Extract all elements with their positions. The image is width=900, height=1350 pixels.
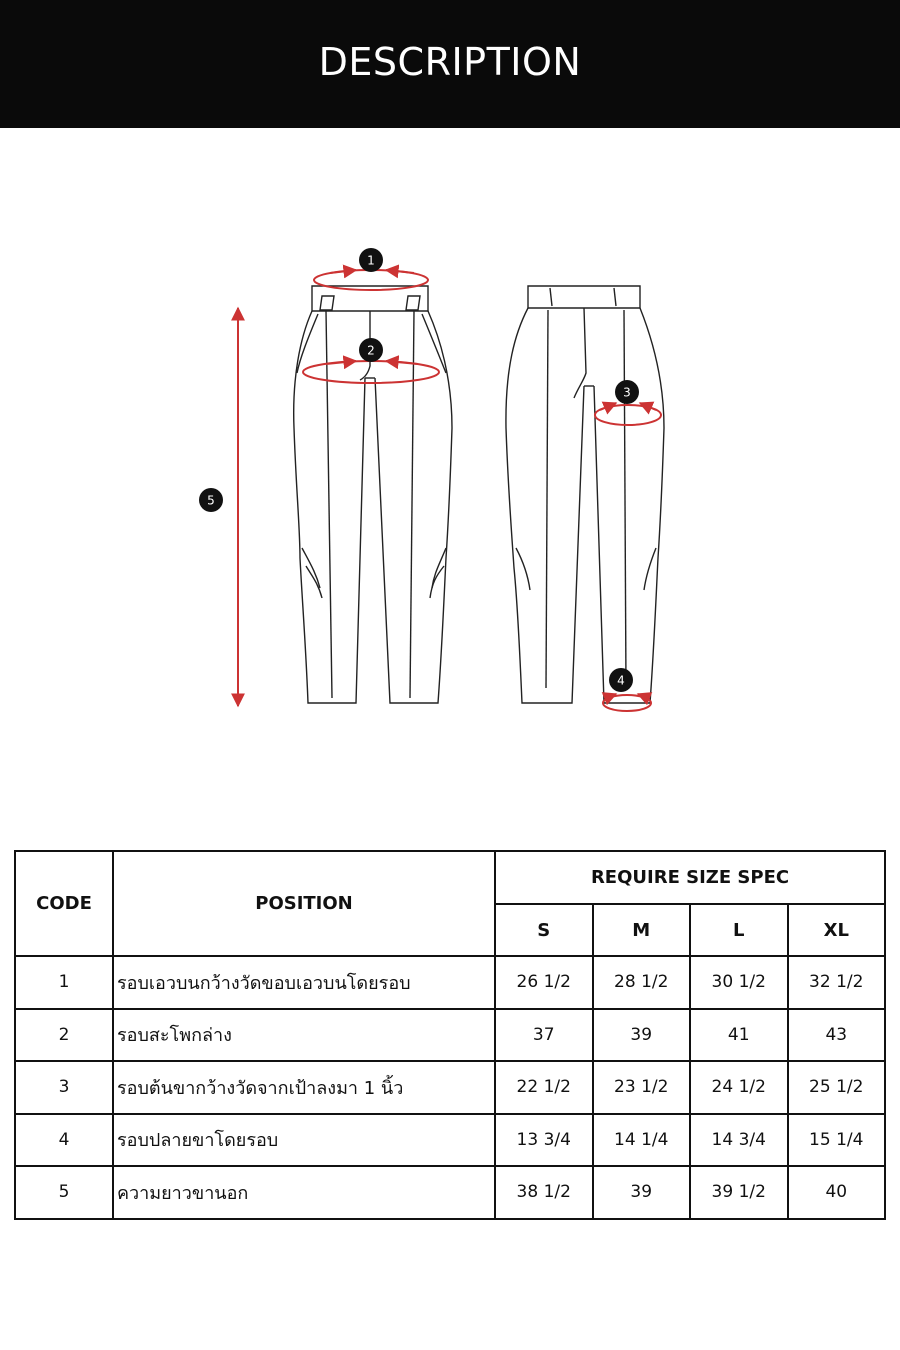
row-value-xl: 32 1/2 — [786, 955, 887, 1010]
row-code: 1 — [14, 955, 114, 1010]
row-position: ความยาวขานอก — [112, 1165, 496, 1220]
svg-text:2: 2 — [367, 344, 375, 358]
table-row: 4 รอบปลายขาโดยรอบ 13 3/4 14 1/4 14 3/4 1… — [14, 1112, 887, 1167]
marker-3-badge: 3 — [615, 380, 639, 404]
row-value-l: 24 1/2 — [689, 1060, 789, 1115]
row-code: 2 — [14, 1007, 114, 1062]
row-value-m: 39 — [591, 1165, 691, 1220]
table-row: 5 ความยาวขานอก 38 1/2 39 39 1/2 40 — [14, 1165, 887, 1220]
row-value-m: 28 1/2 — [591, 955, 691, 1010]
waist-measure — [313, 264, 429, 291]
marker-5-badge: 5 — [199, 488, 223, 512]
row-value-s: 37 — [494, 1007, 594, 1062]
svg-text:1: 1 — [367, 254, 375, 268]
row-position: รอบสะโพกล่าง — [112, 1007, 496, 1062]
row-position: รอบเอวบนกว้างวัดขอบเอวบนโดยรอบ — [112, 955, 496, 1010]
row-value-m: 39 — [591, 1007, 691, 1062]
row-code: 4 — [14, 1112, 114, 1167]
row-value-s: 26 1/2 — [494, 955, 594, 1010]
thigh-measure — [594, 401, 662, 426]
row-value-s: 22 1/2 — [494, 1060, 594, 1115]
table-row: 1 รอบเอวบนกว้างวัดขอบเอวบนโดยรอบ 26 1/2 … — [14, 955, 887, 1010]
row-value-l: 39 1/2 — [689, 1165, 789, 1220]
row-value-xl: 43 — [786, 1007, 887, 1062]
row-value-m: 14 1/4 — [591, 1112, 691, 1167]
hem-measure — [601, 692, 653, 712]
header-size-m: M — [591, 903, 691, 957]
row-code: 5 — [14, 1165, 114, 1220]
header-position: POSITION — [112, 850, 496, 957]
row-value-xl: 40 — [786, 1165, 887, 1220]
row-value-s: 38 1/2 — [494, 1165, 594, 1220]
row-value-l: 30 1/2 — [689, 955, 789, 1010]
row-value-l: 14 3/4 — [689, 1112, 789, 1167]
marker-1-badge: 1 — [359, 248, 383, 272]
header-size-l: L — [689, 903, 789, 957]
pants-illustration: 1 2 3 4 5 — [199, 248, 665, 712]
row-position: รอบปลายขาโดยรอบ — [112, 1112, 496, 1167]
marker-2-badge: 2 — [359, 338, 383, 362]
table-row: 3 รอบต้นขากว้างวัดจากเป้าลงมา 1 นิ้ว 22 … — [14, 1060, 887, 1115]
svg-text:4: 4 — [617, 674, 625, 688]
page-title: DESCRIPTION — [318, 40, 582, 84]
row-value-s: 13 3/4 — [494, 1112, 594, 1167]
header-require-size-spec: REQUIRE SIZE SPEC — [493, 850, 887, 905]
svg-text:3: 3 — [623, 386, 631, 400]
row-code: 3 — [14, 1060, 114, 1115]
header-size-xl: XL — [786, 903, 887, 957]
header-bar: DESCRIPTION — [0, 0, 900, 128]
pants-diagram: 1 2 3 4 5 — [0, 128, 900, 828]
front-view-pants — [292, 285, 453, 704]
back-view-pants — [505, 285, 665, 704]
row-value-xl: 15 1/4 — [786, 1112, 887, 1167]
row-value-xl: 25 1/2 — [786, 1060, 887, 1115]
row-position: รอบต้นขากว้างวัดจากเป้าลงมา 1 นิ้ว — [112, 1060, 496, 1115]
size-spec-table: CODE POSITION REQUIRE SIZE SPEC S M L XL… — [14, 850, 887, 1220]
row-value-m: 23 1/2 — [591, 1060, 691, 1115]
header-code: CODE — [14, 850, 114, 957]
marker-4-badge: 4 — [609, 668, 633, 692]
header-size-s: S — [494, 903, 594, 957]
table-row: 2 รอบสะโพกล่าง 37 39 41 43 — [14, 1007, 887, 1062]
hip-measure — [302, 355, 440, 384]
row-value-l: 41 — [689, 1007, 789, 1062]
svg-text:5: 5 — [207, 494, 215, 508]
